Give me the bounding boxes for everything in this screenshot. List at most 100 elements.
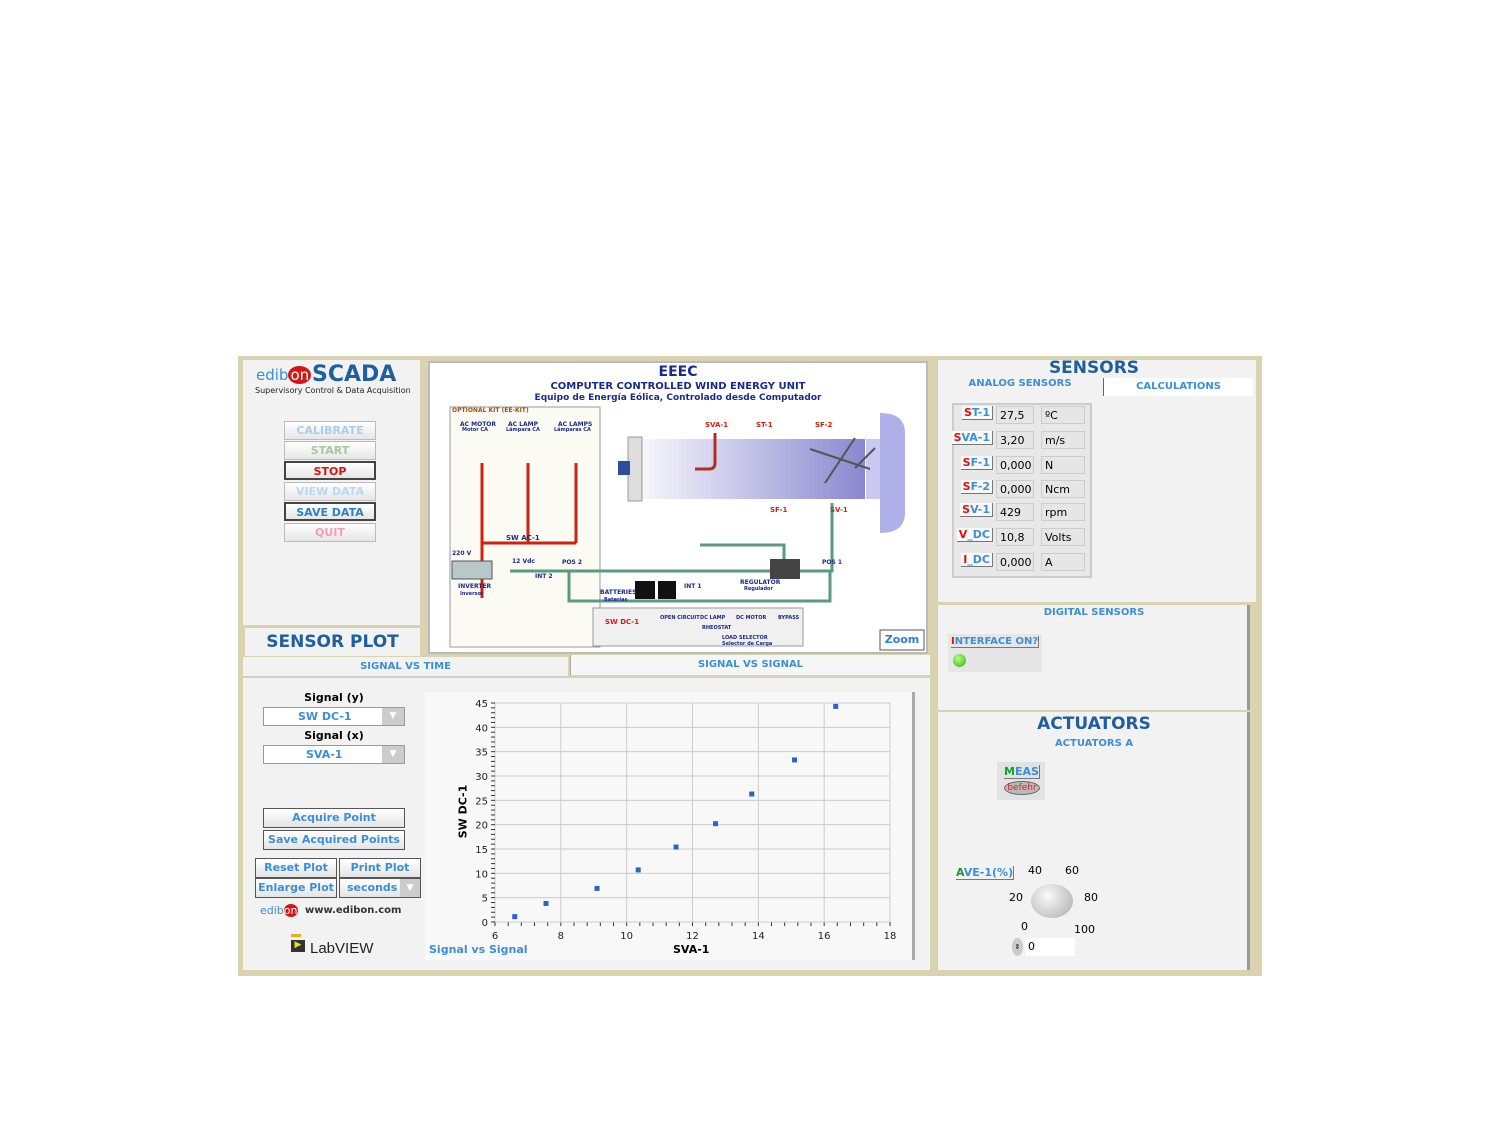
sensor-name-initial: S: [963, 406, 972, 419]
y-tick-label: 30: [475, 772, 488, 783]
scada-subtitle: Supervisory Control & Data Acquisition: [255, 386, 411, 395]
ave1-value-input[interactable]: 0: [1025, 938, 1075, 956]
ac-lamps-label: AC LAMPS: [558, 421, 593, 428]
x-tick-label: 14: [752, 931, 765, 942]
data-point: [713, 821, 719, 827]
sensor-unit: N: [1041, 456, 1085, 474]
increment-stepper-icon[interactable]: ⇕: [1012, 938, 1023, 956]
view-data-button[interactable]: VIEW DATA: [284, 482, 376, 501]
sensor-plot-title: SENSOR PLOT: [245, 627, 420, 656]
save-data-button[interactable]: SAVE DATA: [284, 502, 376, 521]
print-plot-button[interactable]: Print Plot: [339, 858, 421, 878]
regulator-es-label: Regulador: [744, 586, 773, 592]
sensor-name[interactable]: ST-1: [961, 406, 993, 420]
x-tick-label: 6: [492, 931, 498, 942]
sensor-name[interactable]: SV-1: [960, 503, 993, 517]
interface-on-label: INTERFACE ON?: [951, 636, 1040, 648]
data-point: [749, 791, 755, 797]
chevron-down-icon[interactable]: ▼: [382, 708, 404, 725]
ave1-label: AVE-1(%): [956, 866, 1015, 880]
signal-x-select[interactable]: SVA-1▼: [263, 745, 405, 764]
labview-logo-bar: [291, 934, 301, 937]
inverter-es-label: Inversor: [460, 591, 484, 597]
y-tick-label: 0: [482, 918, 488, 929]
tab-actuators-a[interactable]: ACTUATORS A: [1054, 738, 1134, 749]
sensor-name[interactable]: V_DC: [956, 528, 993, 542]
label-rest: NTERFACE ON?: [954, 636, 1039, 647]
meas-label: MEAS: [1004, 765, 1040, 779]
signal-y-select[interactable]: SW DC-1▼: [263, 707, 405, 726]
ac-motor-es-label: Motor CA: [462, 427, 488, 433]
labview-logo: LabVIEW: [310, 940, 374, 957]
x-axis-label: SVA-1: [673, 943, 710, 956]
edibon-small-logo: edibon: [260, 904, 298, 917]
tab-calculations[interactable]: CALCULATIONS: [1103, 378, 1253, 396]
start-button[interactable]: START: [284, 441, 376, 460]
y-tick-label: 5: [482, 894, 488, 905]
ave1-knob[interactable]: [1031, 884, 1073, 918]
knob-tick-label: 100: [1074, 923, 1095, 936]
sensor-name-initial: S: [962, 480, 971, 493]
tab-analog-sensors[interactable]: ANALOG SENSORS: [968, 378, 1072, 389]
int2-label: INT 2: [535, 573, 553, 580]
label-initial: I: [951, 636, 955, 647]
y-tick-label: 20: [475, 821, 488, 832]
zoom-button[interactable]: Zoom: [884, 633, 920, 646]
meas-button[interactable]: befehr: [1004, 781, 1040, 795]
y-axis-label: SW DC-1: [456, 784, 470, 839]
enlarge-plot-button[interactable]: Enlarge Plot: [255, 878, 337, 898]
save-acquired-points-button[interactable]: Save Acquired Points: [263, 830, 405, 850]
dc-lamp-label: DC LAMP: [700, 615, 726, 621]
optional-kit-label: OPTIONAL KIT (EE-KIT): [452, 407, 529, 414]
calibrate-button[interactable]: CALIBRATE: [284, 421, 376, 440]
units-select[interactable]: seconds▼: [339, 878, 421, 898]
x-tick-label: 16: [818, 931, 831, 942]
knob-tick-label: 40: [1028, 864, 1042, 877]
scada-title: SCADA: [312, 362, 397, 387]
sensor-value: 0,000: [996, 553, 1034, 571]
regulator-label: REGULATOR: [740, 579, 781, 586]
ac-lamp-label: AC LAMP: [508, 421, 538, 428]
sensor-value: 0,000: [996, 480, 1034, 498]
batteries-label: BATTERIES: [600, 589, 637, 596]
units-value: seconds: [347, 881, 398, 894]
sensor-unit: rpm: [1041, 503, 1085, 521]
sensor-name-rest: F-2: [970, 480, 990, 493]
sensor-value: 0,000: [996, 456, 1034, 474]
chevron-down-icon[interactable]: ▼: [382, 746, 404, 763]
pos1-label: POS 1: [822, 559, 843, 566]
sensor-name[interactable]: SF-1: [960, 456, 993, 470]
sensor-name-rest: F-1: [970, 456, 990, 469]
sensor-unit: m/s: [1041, 431, 1085, 449]
website-link[interactable]: www.edibon.com: [305, 905, 402, 916]
sensor-name-rest: T-1: [971, 406, 990, 419]
sensor-name[interactable]: I_DC: [961, 553, 993, 567]
reset-plot-button[interactable]: Reset Plot: [255, 858, 337, 878]
quit-button[interactable]: QUIT: [284, 523, 376, 542]
sensor-unit: Volts: [1041, 528, 1085, 546]
x-tick-label: 8: [558, 931, 564, 942]
sensor-name[interactable]: SF-2: [960, 480, 993, 494]
tab-signal-vs-signal[interactable]: SIGNAL VS SIGNAL: [570, 655, 930, 675]
v12-label: 12 Vdc: [512, 558, 535, 565]
chevron-down-icon[interactable]: ▼: [400, 879, 420, 897]
sensor-unit: A: [1041, 553, 1085, 571]
actuators-panel: [938, 712, 1250, 970]
y-tick-label: 15: [475, 845, 488, 856]
sensor-name[interactable]: SVA-1: [951, 431, 993, 445]
stop-button[interactable]: STOP: [284, 461, 376, 480]
sensors-title: SENSORS: [1048, 358, 1140, 378]
rheostat-label: RHEOSTAT: [702, 625, 732, 631]
acquire-point-button[interactable]: Acquire Point: [263, 808, 405, 828]
sensor-name-initial: S: [953, 431, 962, 444]
signal-x-label: Signal (x): [304, 729, 364, 742]
sf2-label: SF-2: [815, 421, 833, 429]
label-initial: A: [956, 866, 964, 879]
chart-title: Signal vs Signal: [429, 943, 528, 956]
tab-signal-vs-time[interactable]: SIGNAL VS TIME: [243, 657, 568, 677]
diagram-subtitle-es: Equipo de Energía Eólica, Controlado des…: [534, 393, 822, 403]
